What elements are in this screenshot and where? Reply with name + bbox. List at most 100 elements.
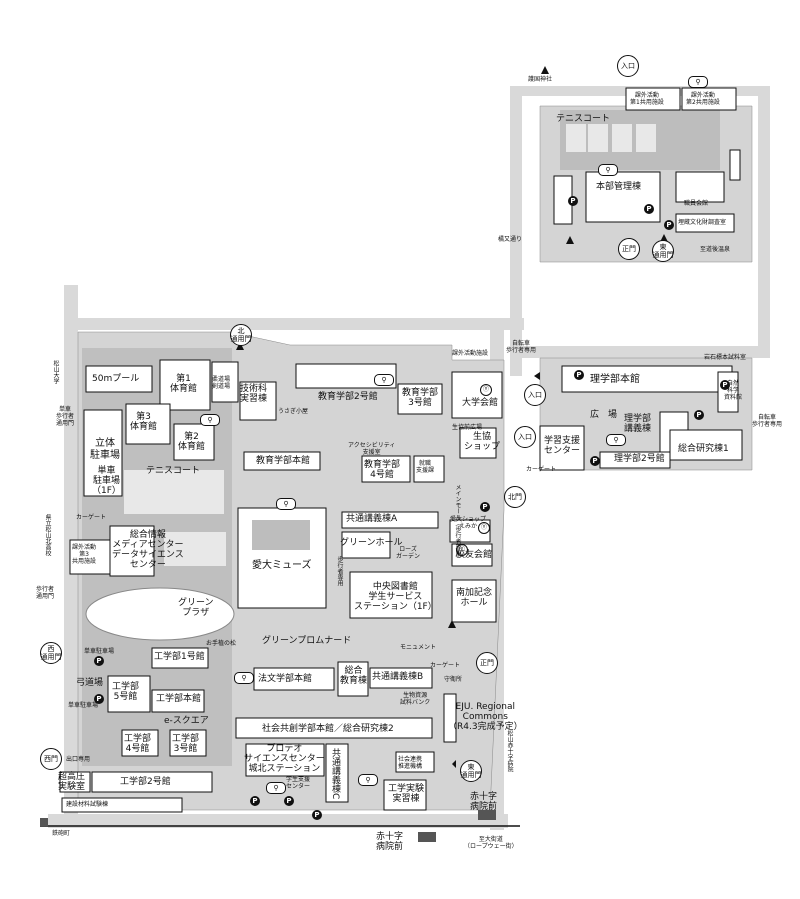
label-tansha2: 単車駐車場 [68, 702, 99, 709]
label-edu3: 教育学部 3号館 [402, 388, 439, 408]
gate-iriguchi-2: 入口 [514, 426, 536, 448]
label-mall: メインモール（歩行者専用） [454, 484, 461, 562]
label-iwaishi: 岩石標本試料室 [704, 354, 747, 361]
road-sci [522, 346, 770, 358]
label-sogo-joho: 総合情報 メディアセンター データサイエンス センター [112, 530, 184, 570]
label-green-plaza: グリーン プラザ [178, 598, 214, 618]
label-houbun: 法文学部本館 [258, 674, 313, 684]
label-matsuyama-u: 松山大学 [52, 360, 59, 384]
label-muse: 愛大ミューズ [252, 560, 312, 571]
parking-icon: P [480, 502, 490, 512]
label-kougaku4: 工学部 4号館 [124, 734, 152, 754]
label-proteo: プロテオ サイエンスセンター 城北ステーション [244, 744, 325, 774]
label-tanshaw: 単車 歩行者 通用門 [56, 406, 75, 427]
label-honbu: 本部管理棟 [596, 182, 642, 192]
label-green-promenade: グリーンプロムナード [262, 636, 352, 646]
gate-seimon-south: 正門 [476, 652, 498, 674]
label-rose: ローズ ガーデン [396, 546, 421, 560]
label-gijutsu: 技術科 実習棟 [240, 384, 268, 404]
gate-seimon-east: 正門 [618, 238, 640, 260]
label-e-square: e-スクエア [164, 716, 209, 726]
label-sci-lec: 理学部 講義棟 [624, 414, 652, 434]
label-kagai2: 課外活動 第2共用施設 [686, 92, 720, 106]
parking-icon: P [94, 694, 104, 704]
cafe-icon: Ⓨ [456, 544, 468, 556]
label-kougaku-main: 工学部本館 [156, 694, 202, 704]
label-sogo1: 総合研究棟1 [678, 444, 729, 454]
label-edu4: 教育学部 4号館 [364, 460, 401, 480]
label-tennis-west: テニスコート [146, 466, 201, 476]
label-hokomon: 歩行者 通用門 [36, 586, 55, 600]
label-pool: 50mプール [92, 374, 140, 384]
label-kaikan: 職員会館 [684, 200, 709, 207]
parking-icon: P [250, 796, 260, 806]
label-kougaku5: 工学部 5号館 [112, 682, 140, 702]
label-gym2: 第2 体育館 [178, 432, 206, 452]
parking-icon: P [694, 410, 704, 420]
label-hiroba: 広 場 [590, 410, 618, 420]
label-shushoku: 就職 支援課 [416, 460, 435, 474]
label-tanshachujo: 単車駐車場 [84, 648, 115, 655]
tram-line [40, 810, 520, 842]
gate-seimon-west: 西門 [40, 748, 62, 770]
label-carport-e: カーゲート [526, 466, 557, 473]
label-carport-w: カーゲート [76, 514, 107, 521]
label-regional: EJU. Regional Commons （R4.3完成予定） [448, 702, 523, 732]
label-kagai3: 課外活動 第3 共用施設 [72, 544, 97, 565]
main-campus [59, 331, 505, 813]
parking-icon: P [720, 380, 730, 390]
label-tetsudo: 鉄砲町 [52, 830, 71, 837]
parking-icon: P [312, 810, 322, 820]
label-parking-tachi: 立体 駐車場 [90, 438, 120, 461]
gate-kita-tsuyo: 北 通用門 [230, 324, 252, 346]
label-chokoatsu: 超高圧 実験室 [58, 772, 86, 792]
science-block [539, 357, 753, 471]
label-kagaishisetsu: 課外活動施設 [452, 350, 489, 357]
label-common-a: 共通講義棟A [346, 514, 398, 524]
label-hoko: 歩行者専用 [336, 556, 343, 586]
label-sekijuji-mae-south: 赤十字 病院前 [376, 832, 404, 852]
label-common-c: 共通講義棟C [330, 748, 340, 800]
label-usagi: うさぎ小屋 [278, 408, 309, 415]
label-bike-parking: 単車 駐車場 （1F） [92, 466, 121, 496]
triangles [236, 66, 668, 768]
parking-icon: P [644, 204, 654, 214]
label-gym3: 第3 体育館 [130, 412, 158, 432]
label-shuei: 守衛所 [444, 676, 463, 683]
label-gakushu: 学習支援 センター [544, 436, 581, 456]
bike-parking-icon: ⚲ [234, 672, 254, 684]
label-seikyo-hiroba: 生協前広場 [452, 424, 483, 431]
label-edu-main: 教育学部本館 [256, 456, 311, 466]
label-nanka: 南加記念 ホール [456, 588, 493, 608]
gate-nishi-tsuyo: 西 通用門 [40, 642, 62, 664]
label-sci2: 理学部2号館 [614, 454, 665, 464]
label-seibutsu: 生物資源 試料バンク [400, 692, 431, 706]
label-ropeway: 至大街道 （ロープウェー街） [464, 836, 518, 850]
cafe-icon: Ⓨ [478, 522, 490, 534]
gate-higashi-tsuyo-south: 東 通用門 [460, 760, 482, 782]
label-shakai: 社会共創学部本館／総合研究棟2 [262, 724, 394, 734]
label-access: アクセシビリティ 支援室 [348, 442, 396, 456]
label-deguchi: 出口専用 [66, 756, 91, 763]
label-edu2: 教育学部2号館 [318, 392, 378, 402]
gate-higashi-tsuyo-east: 東 通用門 [652, 240, 674, 262]
label-sogo-kyoiku: 総合 教育棟 [340, 666, 368, 686]
bike-parking-icon: ⚲ [200, 414, 220, 426]
parking-icon: P [568, 196, 578, 206]
label-kagai1: 課外活動 第1共用施設 [630, 92, 664, 106]
label-tegami: お手植の松 [206, 640, 237, 647]
road-east-e-campus [758, 86, 770, 346]
parking-icon: P [574, 370, 584, 380]
bike-parking-icon: ⚲ [606, 434, 626, 446]
label-jitensha-w: 自転車 歩行者専用 [506, 340, 537, 354]
label-hokkai: 橘又通り [498, 236, 523, 243]
label-kougaku2: 工学部2号館 [120, 777, 171, 787]
label-monument: モニュメント [400, 644, 437, 651]
label-seikyo-shop: 生協 ショップ [464, 432, 501, 452]
parking-icon: P [664, 220, 674, 230]
label-common-b: 共通講義棟B [372, 672, 424, 682]
bike-parking-icon: ⚲ [374, 374, 394, 386]
parking-icon: P [94, 656, 104, 666]
label-tennis-east: テニスコート [556, 114, 611, 124]
